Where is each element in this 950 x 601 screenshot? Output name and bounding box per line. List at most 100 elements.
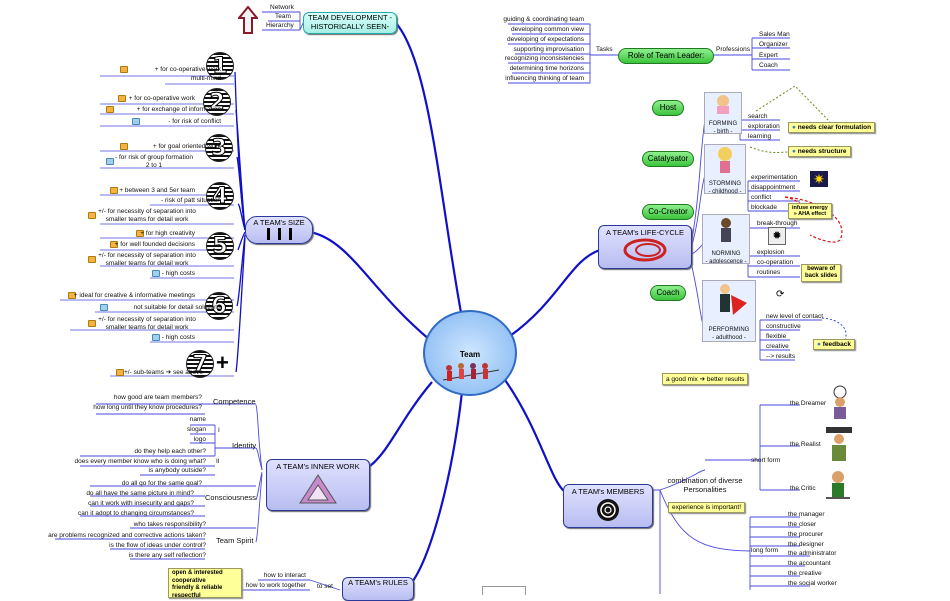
performing-item: flexible bbox=[766, 333, 787, 340]
spirit-label: Team Spirit bbox=[216, 536, 254, 545]
consciousness-item: can it adopt to changing circumstances? bbox=[78, 510, 194, 517]
note-structure: ● needs structure bbox=[788, 146, 851, 157]
pro-icon bbox=[136, 230, 144, 237]
con-icon bbox=[106, 158, 114, 165]
performing-item: --> results bbox=[766, 353, 796, 360]
size-5-item: + for high creativity bbox=[140, 230, 195, 237]
size-title: A TEAM's SIZE bbox=[253, 218, 305, 227]
identity-item: do they help each other? bbox=[134, 448, 206, 455]
note-energy: infuse energy» AHA effect bbox=[788, 203, 832, 219]
pro-icon bbox=[106, 106, 114, 113]
number-icon-7: 7 bbox=[186, 350, 214, 378]
pro-icon bbox=[120, 66, 128, 73]
number-icon-5: 5 bbox=[206, 232, 234, 260]
teen-icon bbox=[721, 218, 731, 242]
stage-sub: - birth - bbox=[713, 129, 733, 135]
con-icon bbox=[152, 334, 160, 341]
competence-label: Competence bbox=[213, 397, 256, 406]
stage-norming[interactable]: NORMING - adolescence - bbox=[702, 214, 750, 265]
explosion-icon: ✷ bbox=[810, 171, 828, 187]
storming-item: conflict bbox=[751, 194, 772, 201]
leader-profession: Coach bbox=[759, 62, 778, 69]
lifecycle-node[interactable]: A TEAM's LIFE-CYCLE bbox=[598, 225, 692, 269]
rules-title: A TEAM's RULES bbox=[348, 578, 408, 587]
member-short: the Dreamer bbox=[790, 400, 827, 407]
role-catalysator[interactable]: Catalysator bbox=[642, 151, 694, 167]
identity-item: is anybody outside? bbox=[148, 467, 206, 474]
pro-icon bbox=[88, 212, 96, 219]
identity-label: Identity bbox=[232, 441, 257, 450]
member-long: the administrator bbox=[788, 550, 837, 557]
consciousness-label: Consciousness bbox=[205, 493, 256, 502]
size-node[interactable]: A TEAM's SIZE bbox=[245, 216, 313, 244]
pro-icon bbox=[118, 95, 126, 102]
pro-icon bbox=[120, 143, 128, 150]
role-host[interactable]: Host bbox=[652, 100, 684, 116]
note-feedback: ● feedback bbox=[813, 339, 855, 350]
center-node[interactable]: Team bbox=[423, 310, 517, 396]
identity-item: name bbox=[189, 416, 206, 423]
member-long: the manager bbox=[788, 511, 825, 518]
stage-name: FORMING bbox=[708, 121, 738, 127]
stage-sub: - adolescence - bbox=[705, 259, 747, 265]
leader-task: recognizing inconsistencies bbox=[504, 55, 584, 62]
number-icon-4: 4 bbox=[206, 182, 234, 210]
branch-inner bbox=[369, 381, 433, 467]
history-item-hierarchy: Hierarchy bbox=[266, 22, 294, 29]
rules-item: how to work together bbox=[245, 582, 306, 589]
norming-item: break-through bbox=[757, 220, 798, 227]
stage-name: NORMING bbox=[711, 251, 741, 257]
size-4-item: - risk of patt situation bbox=[161, 197, 221, 204]
inner-node[interactable]: A TEAM's INNER WORK bbox=[266, 459, 370, 511]
leader-profession: Sales Man bbox=[759, 31, 790, 38]
history-item-network: Network bbox=[270, 4, 294, 11]
swirl-icon bbox=[623, 238, 667, 262]
stage-storming[interactable]: STORMING - childhood - bbox=[704, 144, 746, 195]
leader-profession: Organizer bbox=[759, 41, 788, 48]
consciousness-item: can it work with insecurity and gaps? bbox=[88, 500, 194, 507]
leader-node[interactable]: Role of Team Leader: bbox=[618, 48, 714, 64]
pro-icon bbox=[110, 187, 118, 194]
size-5-item: - high costs bbox=[161, 270, 195, 277]
size-6-item: not suitable for detail solutions bbox=[133, 304, 221, 311]
role-co-creator[interactable]: Co-Creator bbox=[642, 204, 694, 220]
branch-rules bbox=[409, 391, 464, 586]
leader-task: supporting improvisation bbox=[513, 46, 584, 53]
number-icon-3: 3 bbox=[205, 134, 233, 162]
number-icon-6: 6 bbox=[205, 292, 233, 320]
pro-icon bbox=[88, 256, 96, 263]
members-node[interactable]: A TEAM's MEMBERS bbox=[563, 484, 653, 528]
pro-icon bbox=[88, 320, 96, 327]
leader-task: developing of expectations bbox=[507, 36, 584, 43]
plus-sign: + bbox=[216, 350, 229, 375]
member-long: the closer bbox=[788, 521, 817, 528]
storming-item: experimentation bbox=[751, 174, 798, 181]
branch-lifecycle bbox=[509, 248, 601, 337]
norming-item: co-operation bbox=[757, 259, 794, 266]
branch-members bbox=[504, 379, 566, 493]
stage-performing[interactable]: PERFORMING - adulthood - bbox=[702, 280, 756, 342]
performing-item: creative bbox=[766, 343, 789, 350]
rules-item: how to interact bbox=[263, 572, 306, 579]
short-form-label: short form bbox=[751, 457, 781, 464]
rules-node[interactable]: A TEAM's RULES bbox=[342, 577, 414, 601]
norming-item: explosion bbox=[757, 249, 785, 256]
leader-task: guiding & coordinating team bbox=[503, 16, 584, 23]
size-5-item: + for well founded decisions bbox=[114, 241, 195, 248]
identity-item: does every member know who is doing what… bbox=[74, 458, 206, 465]
child-icon bbox=[718, 147, 732, 173]
leader-task: developing common view bbox=[511, 26, 584, 33]
history-title: TEAM DEVELOPMENT -HISTORICALLY SEEN- bbox=[307, 13, 393, 31]
history-node[interactable]: TEAM DEVELOPMENT -HISTORICALLY SEEN- bbox=[303, 12, 397, 34]
info-icon: ● bbox=[792, 124, 796, 131]
impossible-triangle-icon bbox=[299, 474, 337, 504]
role-coach[interactable]: Coach bbox=[650, 285, 686, 301]
pro-icon bbox=[68, 292, 76, 299]
info-icon: ● bbox=[792, 148, 796, 155]
leader-professions-label: Professions bbox=[716, 46, 750, 53]
forming-item: exploration bbox=[748, 123, 780, 130]
rules-to-set: to set bbox=[317, 583, 333, 590]
stage-forming[interactable]: FORMING - birth - bbox=[704, 92, 742, 135]
number-icon-2: 2 bbox=[203, 88, 231, 116]
